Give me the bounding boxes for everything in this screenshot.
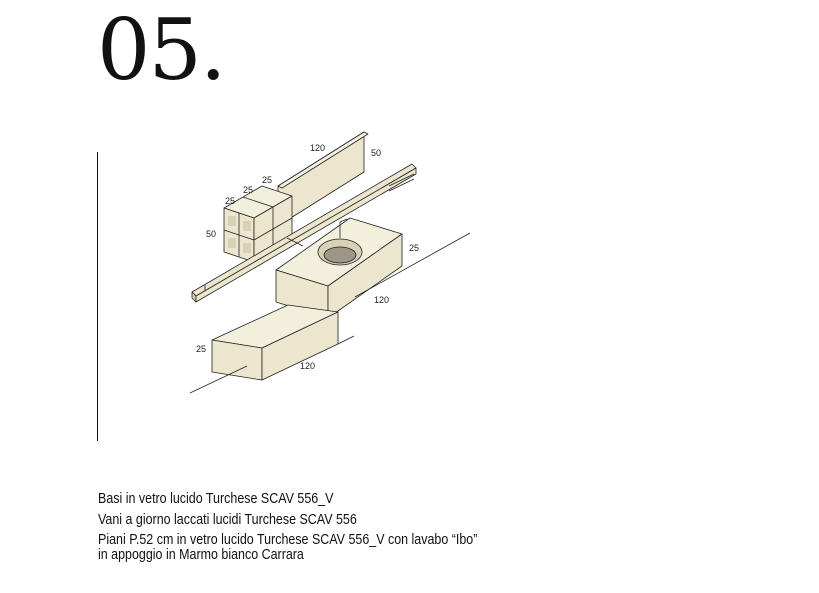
floor-line-upper [354,232,471,298]
dim-shelf-height: 50 [206,229,216,239]
floor-line-lower [189,365,248,394]
dim-top-width: 120 [374,295,389,305]
description-line-3: Piani P.52 cm in vetro lucido Turchese S… [98,532,478,548]
description-line-4: in appoggio in Marmo bianco Carrara [98,546,304,563]
dim-shelf-depth-2: 25 [243,185,253,195]
dim-mirror-height: 50 [371,148,381,158]
furniture-drawing: 120 50 25 25 25 50 25 120 25 120 [189,131,471,394]
description-line-1: Basi in vetro lucido Turchese SCAV 556_V [98,491,334,507]
vertical-rule [97,152,98,441]
wall-rail [191,163,417,303]
dim-base-width: 120 [300,361,315,371]
countertop-with-basin [275,217,403,319]
base-cabinet [211,304,339,381]
dim-mirror-width: 120 [310,143,325,153]
dim-top-depth: 25 [409,243,419,253]
section-number: 05. [97,1,227,99]
description-line-2: Vani a giorno laccati lucidi Turchese SC… [98,511,357,528]
dim-shelf-depth-1: 25 [262,175,272,185]
dim-shelf-depth-3: 25 [225,196,235,206]
product-description: Basi in vetro lucido Turchese SCAV 556_V… [98,492,539,568]
dim-base-depth: 25 [196,344,206,354]
